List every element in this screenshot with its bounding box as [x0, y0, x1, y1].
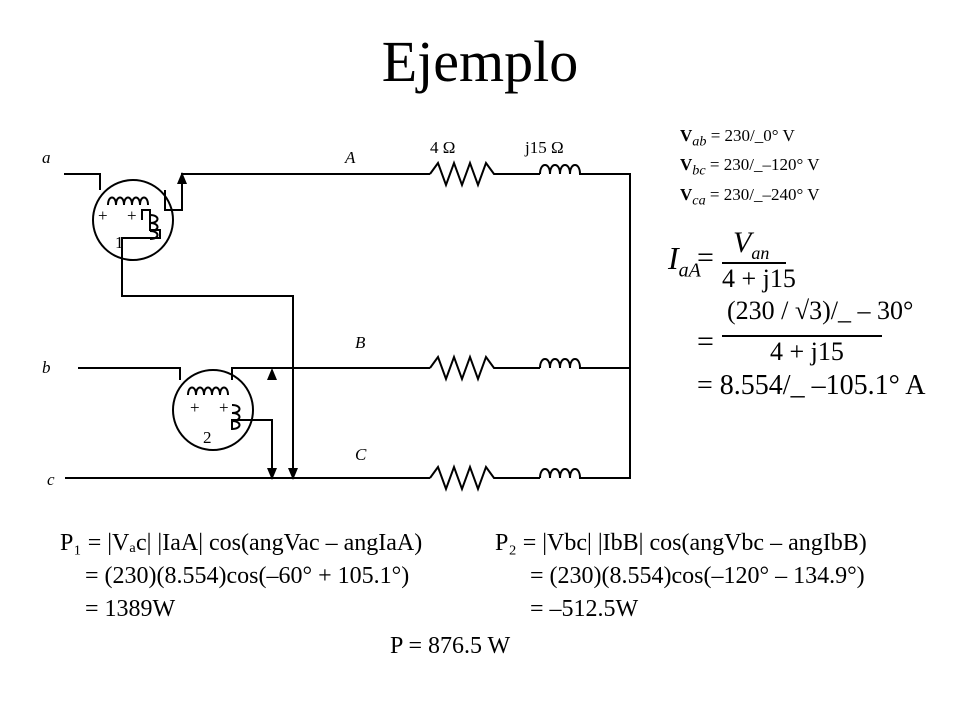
resistor-a — [429, 160, 540, 188]
meter-2-plus-b: + — [219, 398, 229, 417]
voltage-bc: Vbc = 230/_–120° V — [680, 155, 820, 179]
current-lhs: IaA — [668, 240, 701, 282]
meter-2-current-coil — [187, 386, 229, 396]
current-denominator-1: 4 + j15 — [722, 264, 796, 293]
label-a: a — [42, 148, 51, 167]
meter-2-number: 2 — [203, 428, 212, 447]
wattmeter-1 — [92, 179, 174, 261]
slide-title: Ejemplo — [381, 29, 579, 94]
resistor-b — [429, 354, 540, 382]
meter-1-plus-a: + — [98, 206, 108, 225]
line-b-wire-out — [231, 367, 430, 380]
inductor-a-and-neutral — [539, 164, 631, 479]
meter-2-arrow-down — [267, 468, 277, 480]
total-power: P = 876.5 W — [390, 633, 511, 659]
meter-1-current-coil — [107, 196, 149, 206]
p2-line-3: = –512.5W — [530, 596, 639, 622]
fraction-bar-2 — [722, 335, 882, 337]
current-result: = 8.554/_ –105.1° A — [697, 370, 926, 401]
eq-sign-1: = — [697, 241, 714, 274]
wattmeter-2 — [172, 369, 254, 451]
eq-sign-2: = — [697, 325, 714, 358]
meter-1-arrow — [177, 172, 187, 184]
current-numerator-2: (230 / √3)/_ – 30° — [727, 296, 914, 325]
voltage-ab: Vab = 230/_0° V — [680, 126, 795, 150]
p1-line-1: P₁ = |Vₐc| |IaA| cos(angVac – angIaA) — [60, 530, 423, 556]
voltage-list: Vab = 230/_0° V Vbc = 230/_–120° V Vca =… — [680, 124, 820, 212]
current-numerator-1: Van — [733, 226, 770, 263]
line-a-wire-in — [64, 173, 101, 190]
meter-2-plus-a: + — [190, 398, 200, 417]
meter-1-arrow-down — [288, 468, 298, 480]
meter-2-voltage-coil — [231, 404, 241, 430]
voltage-ca: Vca = 230/_–240° V — [680, 184, 820, 209]
p1-line-3: = 1389W — [85, 596, 176, 622]
reactance-label: j15 Ω — [525, 138, 564, 157]
label-C: C — [355, 445, 367, 464]
p2-line-2: = (230)(8.554)cos(–120° – 134.9°) — [530, 563, 865, 589]
meter-1-plus-b: + — [127, 206, 137, 225]
p1-line-2: = (230)(8.554)cos(–60° + 105.1°) — [85, 563, 410, 589]
inductor-b — [539, 358, 630, 369]
fraction-bar-1 — [722, 262, 786, 264]
current-denominator-2: 4 + j15 — [770, 337, 844, 366]
label-A: A — [345, 148, 356, 167]
meter-1-lead — [121, 209, 294, 478]
resistance-label: 4 Ω — [430, 138, 456, 157]
meter-1-voltage-coil — [149, 214, 159, 240]
line-a-wire-out — [164, 173, 430, 211]
label-b: b — [42, 358, 51, 377]
label-c: c — [47, 470, 55, 489]
meter-1-number: 1 — [115, 233, 124, 252]
p2-line-1: P₂ = |Vbc| |IbB| cos(angVbc – angIbB) — [495, 530, 867, 556]
meter-2-arrow-up — [267, 368, 277, 380]
resistor-c — [429, 464, 540, 492]
line-b-wire-in — [78, 367, 181, 380]
inductor-c — [539, 468, 600, 479]
label-B: B — [355, 333, 366, 352]
